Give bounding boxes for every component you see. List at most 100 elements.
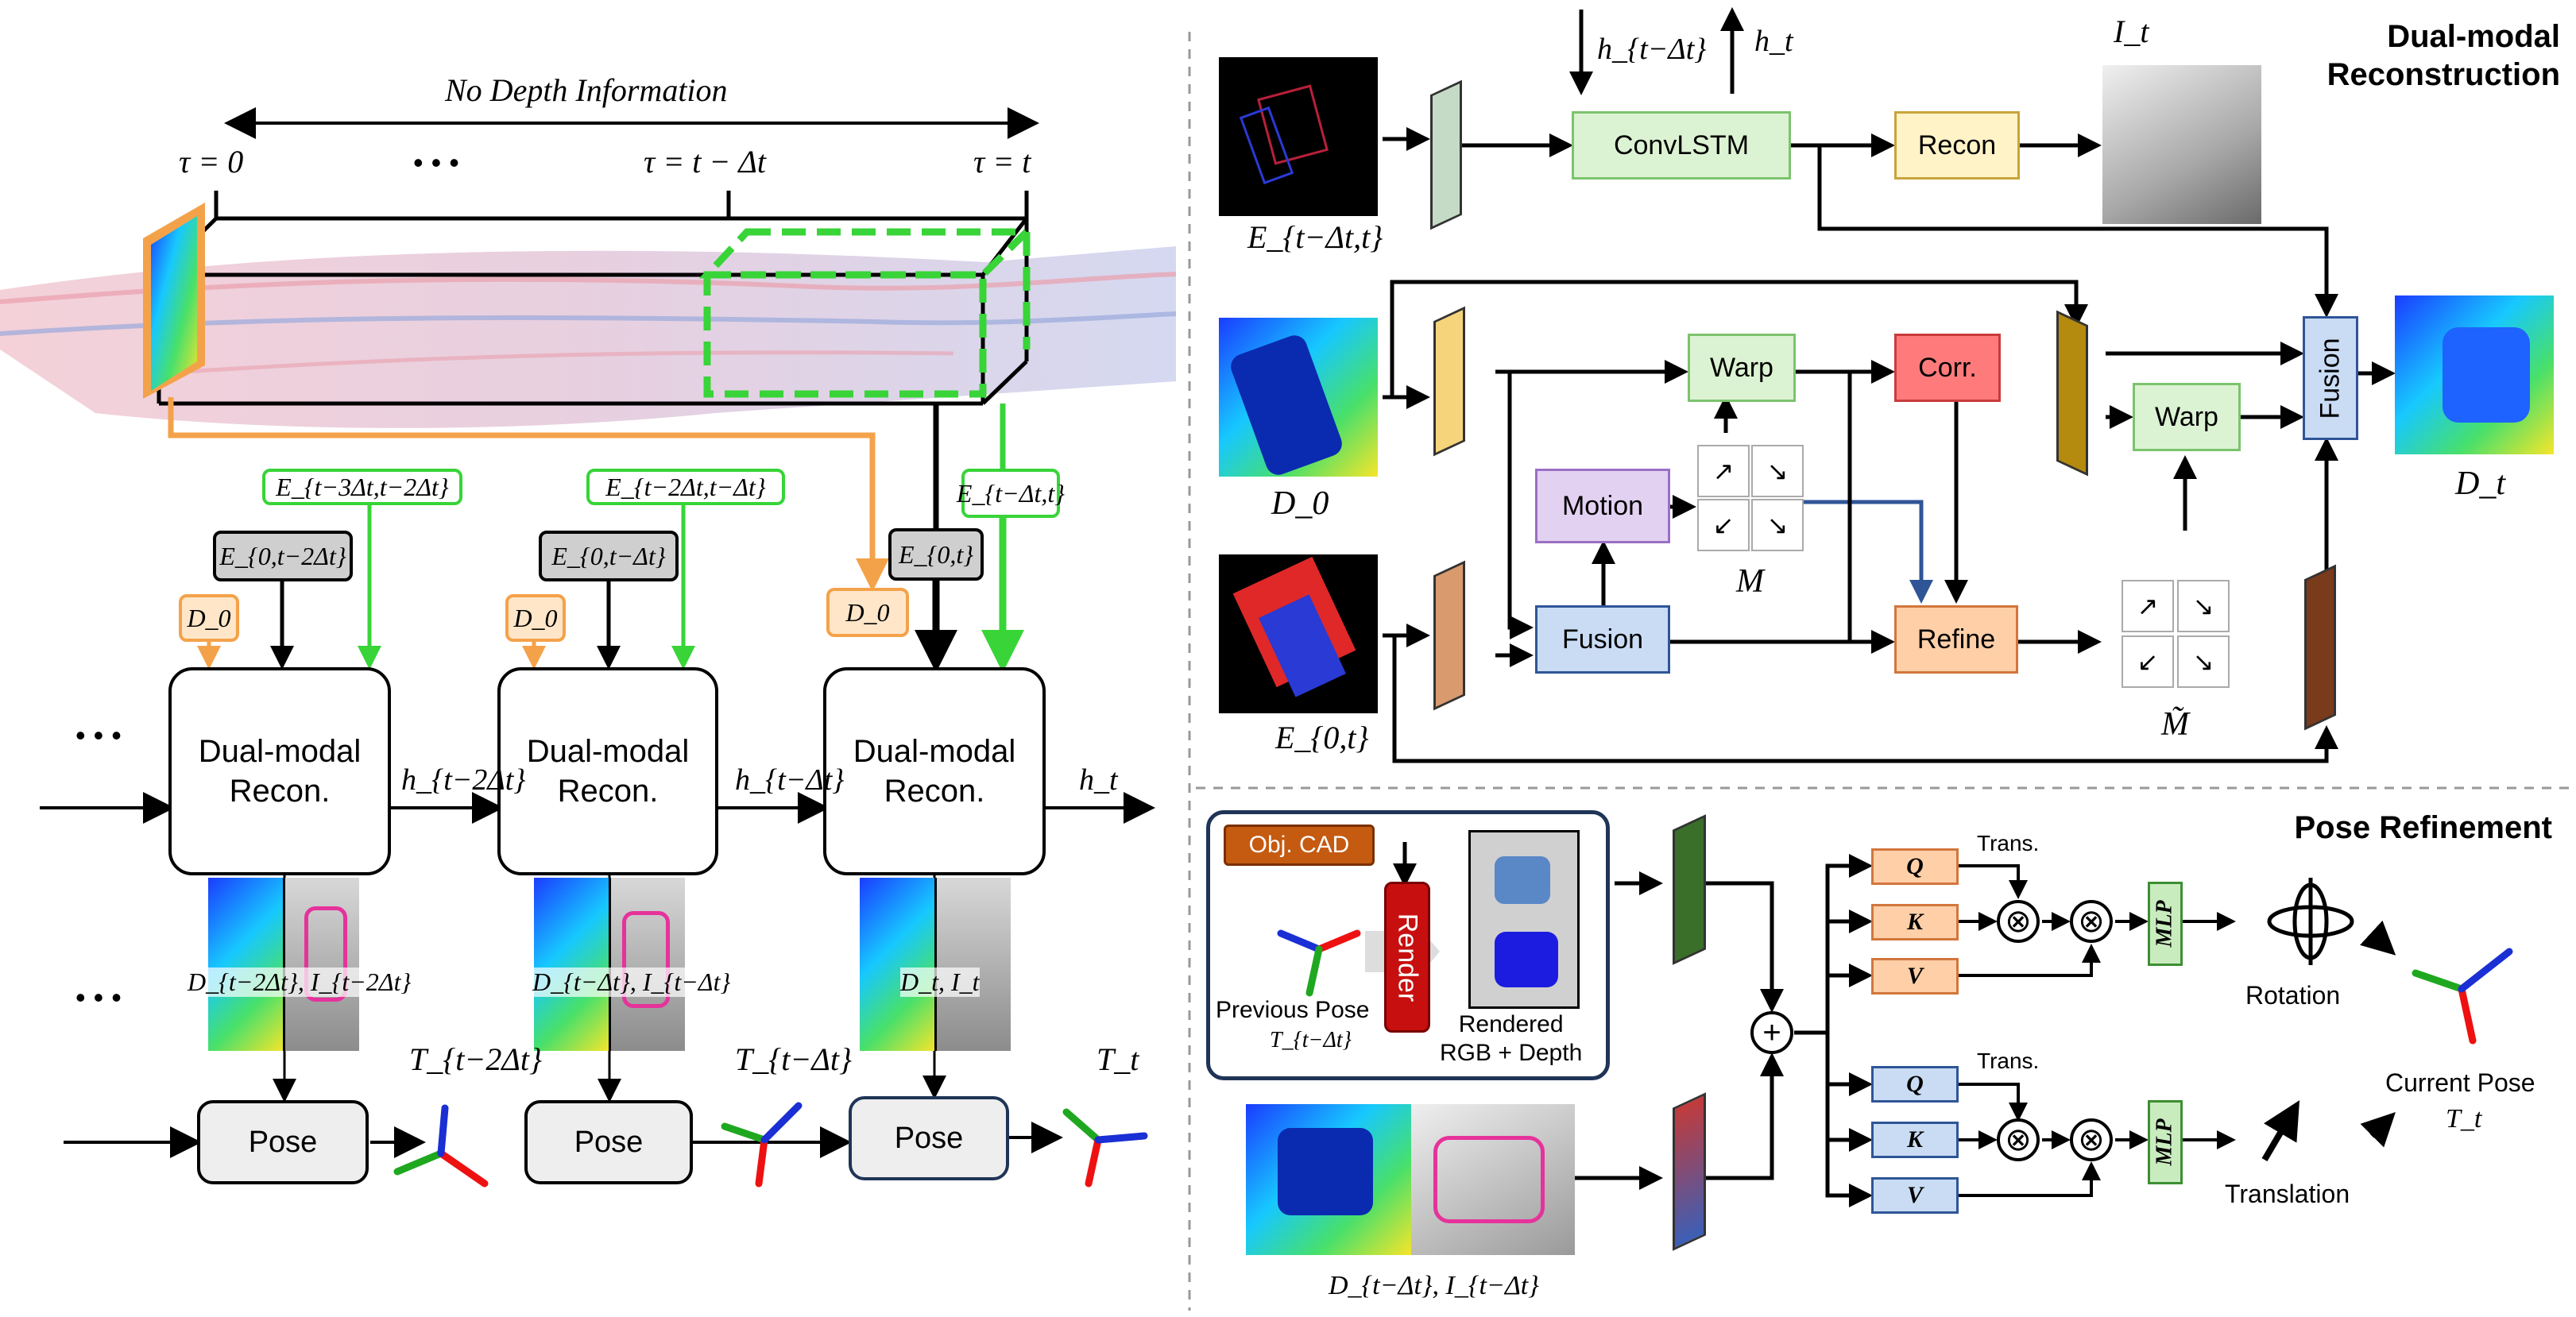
depth-input-label: D_0 [1271, 485, 1329, 522]
left-ellipsis-1: • • • [75, 719, 122, 751]
recon-block-1-label: Dual-modal Recon. [198, 734, 362, 809]
event-frame-image-1 [1219, 57, 1378, 216]
pose-input-depth-object [1278, 1128, 1373, 1215]
render-block-label: Render [1392, 913, 1423, 1002]
fusion-block-2-label: Fusion [2315, 337, 2346, 419]
matmul-icon-4: ⊗ [2070, 1118, 2113, 1161]
depth-output-image-3 [860, 878, 936, 1051]
pose-panel-title: Pose Refinement [2294, 810, 2552, 845]
matmul-icon-3: ⊗ [1997, 1118, 2040, 1161]
encoder-feature-3 [1433, 560, 1465, 711]
h-in-label: h_{t−Δt} [1597, 33, 1707, 66]
flow-arrow-ne-icon: ↗ [1697, 445, 1750, 497]
refined-arrow-ne-icon: ↗ [2122, 580, 2174, 632]
mlp-block-1-label: MLP [2152, 900, 2178, 948]
recon-block-1: Dual-modal Recon. [168, 667, 391, 875]
event-label-gray-1: E_{0,t−2Δt} [213, 531, 353, 581]
current-pose-label: Current Pose [2385, 1068, 2535, 1097]
pose-output-label-1: T_{t−2Δt} [409, 1041, 542, 1077]
event-frame-image-2 [1219, 554, 1378, 713]
pose-mask-outline [1433, 1136, 1545, 1223]
event-label-green-2: E_{t−2Δt,t−Δt} [586, 469, 785, 505]
no-depth-label: No Depth Information [445, 72, 728, 108]
event-label-gray-2: E_{0,t−Δt} [539, 531, 679, 581]
left-ellipsis-2: • • • [75, 981, 122, 1014]
depth-output-image [2395, 295, 2554, 454]
recon-block: Recon [1894, 111, 2020, 180]
mlp-block-2: MLP [2148, 1100, 2183, 1184]
depth-input-image [1219, 318, 1378, 477]
warp-block-2: Warp [2133, 383, 2241, 451]
output-pair-label-2: D_{t−Δt}, I_{t−Δt} [532, 967, 731, 997]
tau-label-0: τ = 0 [179, 144, 244, 180]
depth-output-image-2 [534, 878, 610, 1051]
obj-cad-block: Obj. CAD [1224, 825, 1375, 866]
trans-label-2: Trans. [1977, 1049, 2040, 1073]
concat-plus-icon: + [1750, 1011, 1793, 1054]
intensity-label: I_t [2114, 14, 2149, 49]
decoder-feature-1 [2056, 310, 2088, 477]
encoder-feature-1 [1430, 79, 1462, 230]
intensity-output-image-2 [609, 878, 685, 1051]
matmul-icon-1: ⊗ [1997, 900, 2040, 943]
event-label-2: E_{0,t} [1275, 720, 1369, 755]
mlp-block-1: MLP [2148, 882, 2183, 966]
mask-outline-1 [304, 906, 347, 1002]
refined-arrow-sw-icon: ↙ [2122, 635, 2174, 688]
tau-ellipsis: • • • [413, 146, 459, 179]
render-block: Render [1384, 882, 1430, 1033]
depth-output-label: D_t [2455, 465, 2505, 502]
hidden-state-1: h_{t−2Δt} [401, 763, 526, 797]
recon-panel-title: Dual-modal Reconstruction [2327, 19, 2560, 92]
pose-input-label: D_{t−Δt}, I_{t−Δt} [1329, 1271, 1539, 1300]
pose-input-depth-image [1246, 1104, 1411, 1255]
current-pose-sym: T_t [2446, 1104, 2482, 1134]
depth-output-image-1 [208, 878, 284, 1051]
fusion-block-1: Fusion [1535, 605, 1670, 674]
warp-block-1: Warp [1688, 334, 1796, 402]
motion-block: Motion [1535, 469, 1670, 543]
output-pair-label-1: D_{t−2Δt}, I_{t−2Δt} [188, 967, 412, 997]
v-block-2: V [1871, 1177, 1959, 1214]
rendered-rgb-object [1495, 856, 1550, 904]
decoder-feature-2 [2304, 564, 2336, 731]
refine-block: Refine [1894, 605, 2018, 674]
depth-output-object [2443, 327, 2530, 423]
event-label-green-1: E_{t−3Δt,t−2Δt} [262, 469, 462, 505]
motion-field-label: M [1736, 563, 1764, 600]
recon-block-2: Dual-modal Recon. [497, 667, 718, 875]
v-block-1: V [1871, 958, 1959, 995]
event-label-1: E_{t−Δt,t} [1247, 219, 1383, 255]
refined-arrow-se-icon: ↘ [2177, 580, 2230, 632]
rotation-label: Rotation [2245, 981, 2341, 1010]
event-label-gray-3: E_{0,t} [888, 528, 984, 581]
depth-init-label-3: D_0 [826, 588, 909, 637]
recon-block-3: Dual-modal Recon. [823, 667, 1046, 875]
tau-label-t: τ = t [973, 144, 1031, 180]
hidden-state-3: h_t [1079, 763, 1118, 797]
trans-label-1: Trans. [1977, 831, 2040, 855]
pose-block-3: Pose [849, 1096, 1009, 1180]
recon-block-2-label: Dual-modal Recon. [526, 734, 690, 809]
corr-block: Corr. [1894, 334, 2001, 402]
recon-block-3-label: Dual-modal Recon. [853, 734, 1016, 809]
pose-output-label-2: T_{t−Δt} [735, 1041, 852, 1077]
q-block-2: Q [1871, 1066, 1959, 1103]
translation-label: Translation [2225, 1180, 2350, 1208]
pose-output-label-3: T_t [1097, 1041, 1139, 1077]
refined-field-label: M̃ [2161, 706, 2189, 743]
previous-pose-label: Previous Pose [1216, 997, 1370, 1023]
rendered-depth-object [1495, 932, 1558, 987]
pose-input-intensity-image [1411, 1104, 1575, 1255]
render-group-frame [1206, 810, 1610, 1080]
flow-arrow-se-icon: ↘ [1751, 445, 1804, 497]
matmul-icon-2: ⊗ [2070, 900, 2113, 943]
k-block-2: K [1871, 1122, 1959, 1158]
flow-arrow-se-icon-2: ↘ [1751, 499, 1804, 551]
hidden-state-2: h_{t−Δt} [735, 763, 845, 797]
input-feature [1673, 1092, 1706, 1251]
intensity-output-image-1 [283, 878, 359, 1051]
intensity-image [2102, 65, 2261, 224]
tau-label-t-minus: τ = t − Δt [644, 144, 767, 180]
